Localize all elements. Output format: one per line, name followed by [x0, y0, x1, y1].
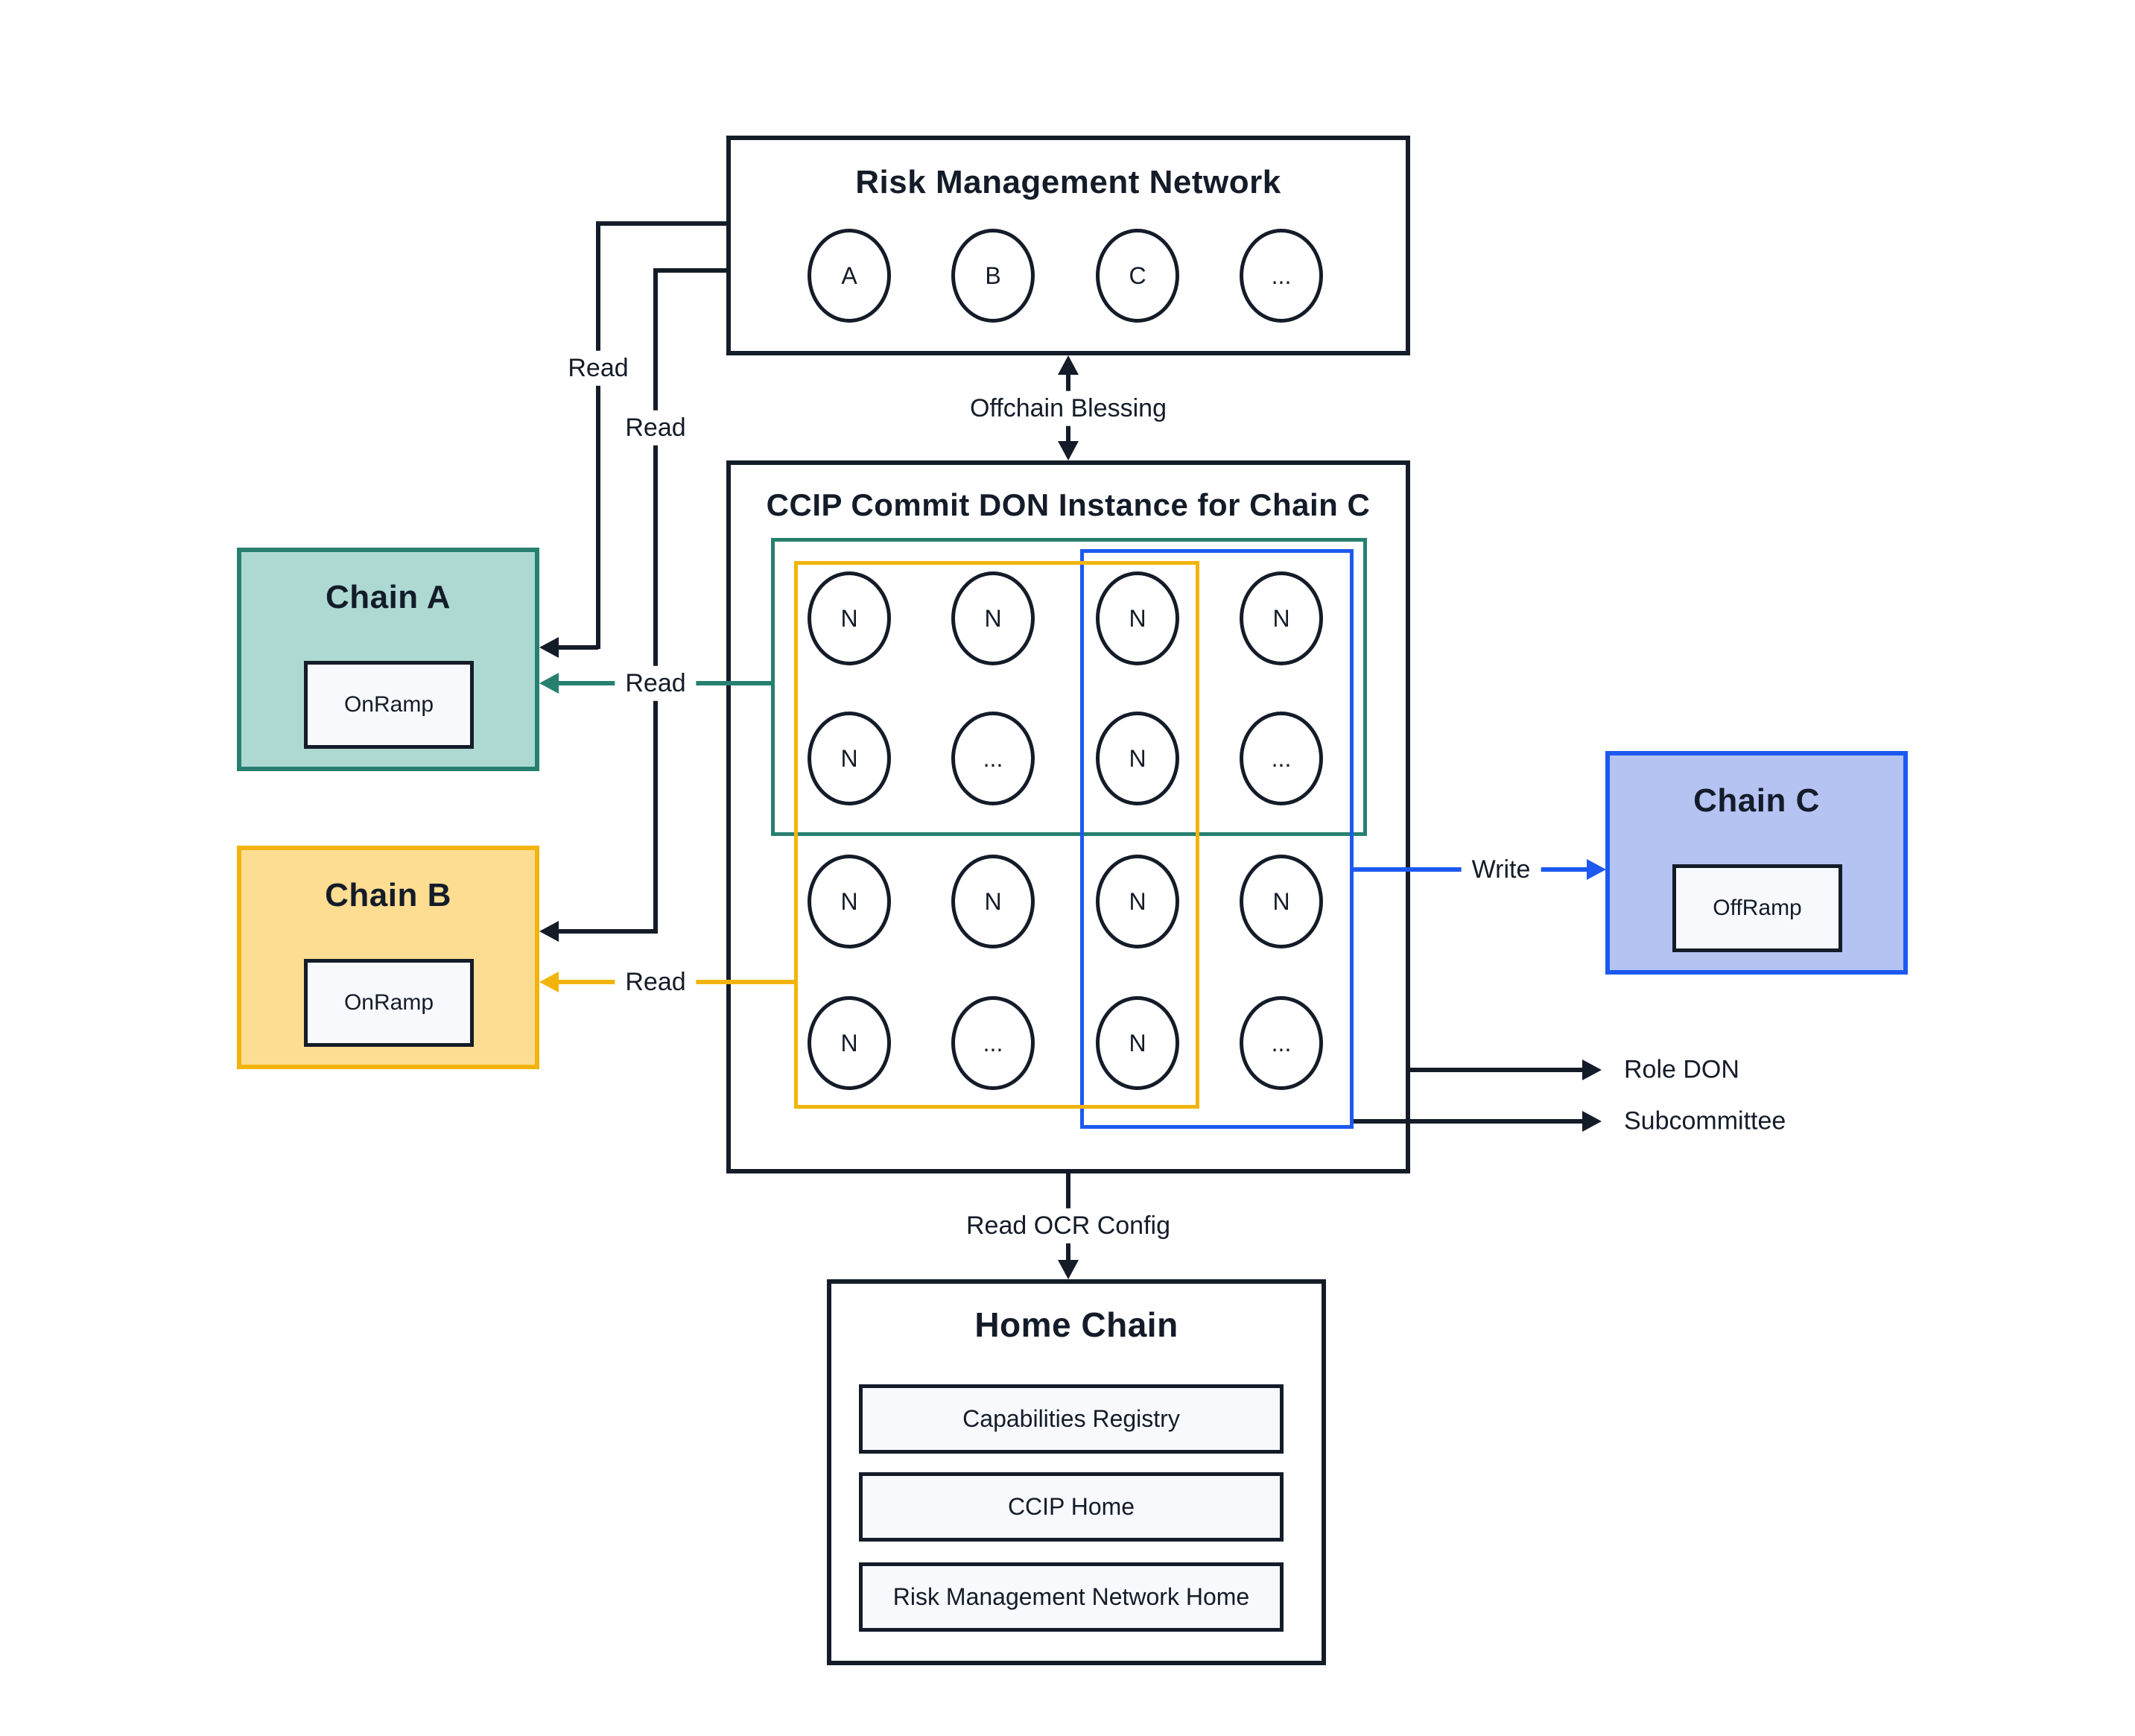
chain-b-onramp-box: OnRamp	[304, 959, 474, 1047]
don-node: N	[951, 855, 1035, 948]
arrowhead-right-icon	[1587, 859, 1606, 880]
rmn-node-c: C	[1096, 229, 1179, 323]
arrowhead-left-icon	[539, 637, 559, 658]
read-label: Read	[615, 665, 697, 701]
arrowhead-left-icon	[539, 921, 559, 942]
chain-a-onramp-box: OnRamp	[304, 661, 474, 749]
rmn-node-more: ...	[1240, 229, 1323, 323]
line-segment	[1410, 1068, 1582, 1072]
don-node: N	[1096, 712, 1179, 805]
line-segment	[596, 221, 600, 649]
don-node: N	[808, 712, 891, 805]
arrowhead-left-icon	[539, 673, 559, 694]
chain-b-box: Chain B OnRamp	[237, 846, 539, 1069]
arrowhead-right-icon	[1582, 1111, 1602, 1132]
risk-management-network-home-box: Risk Management Network Home	[859, 1562, 1284, 1632]
read-ocr-config-label: Read OCR Config	[955, 1208, 1181, 1244]
chain-c-offramp-box: OffRamp	[1672, 864, 1842, 952]
chain-a-box: Chain A OnRamp	[237, 548, 539, 771]
arrowhead-down-icon	[1058, 1260, 1079, 1279]
risk-management-network-title: Risk Management Network	[855, 164, 1281, 200]
write-label: Write	[1461, 852, 1541, 887]
don-node: N	[1096, 996, 1179, 1090]
don-node: N	[808, 996, 891, 1090]
don-node: ...	[1240, 712, 1323, 805]
subcommittee-label: Subcommittee	[1624, 1106, 1786, 1135]
subcommittee-rect-blue	[1080, 549, 1354, 1129]
chain-a-title: Chain A	[325, 579, 451, 615]
chain-c-box: Chain C OffRamp	[1605, 751, 1908, 975]
rmn-node-b: B	[951, 229, 1035, 323]
don-node: N	[808, 855, 891, 948]
line-segment	[598, 221, 726, 226]
don-node: N	[808, 571, 891, 665]
offchain-blessing-label: Offchain Blessing	[959, 390, 1177, 426]
don-node: N	[1240, 855, 1323, 948]
arrowhead-left-icon	[539, 972, 559, 992]
line-segment	[557, 645, 598, 650]
line-segment	[557, 929, 656, 934]
chain-b-title: Chain B	[325, 877, 451, 913]
line-segment	[653, 268, 658, 934]
home-chain-box: Home Chain Capabilities Registry CCIP Ho…	[827, 1279, 1326, 1665]
capabilities-registry-box: Capabilities Registry	[859, 1384, 1284, 1454]
read-label: Read	[615, 410, 697, 446]
read-label: Read	[615, 964, 697, 1000]
don-node: N	[1096, 571, 1179, 665]
read-label: Read	[557, 350, 639, 386]
don-node: ...	[1240, 996, 1323, 1090]
home-chain-title: Home Chain	[974, 1305, 1178, 1344]
arrowhead-up-icon	[1058, 355, 1079, 375]
don-node: ...	[951, 712, 1035, 805]
arrowhead-down-icon	[1058, 441, 1079, 460]
rmn-node-a: A	[808, 229, 891, 323]
don-node: N	[951, 571, 1035, 665]
role-don-label: Role DON	[1624, 1055, 1739, 1084]
blessing-committee-rect-teal	[771, 538, 1367, 836]
line-segment	[1354, 1119, 1582, 1124]
line-segment	[656, 268, 726, 273]
committee-rect-yellow	[794, 561, 1199, 1109]
don-node: N	[1240, 571, 1323, 665]
ccip-commit-don-title: CCIP Commit DON Instance for Chain C	[766, 487, 1371, 522]
chain-c-title: Chain C	[1693, 782, 1820, 819]
don-node: ...	[951, 996, 1035, 1090]
ccip-home-box: CCIP Home	[859, 1472, 1284, 1542]
arrowhead-right-icon	[1582, 1059, 1602, 1080]
don-node: N	[1096, 855, 1179, 948]
